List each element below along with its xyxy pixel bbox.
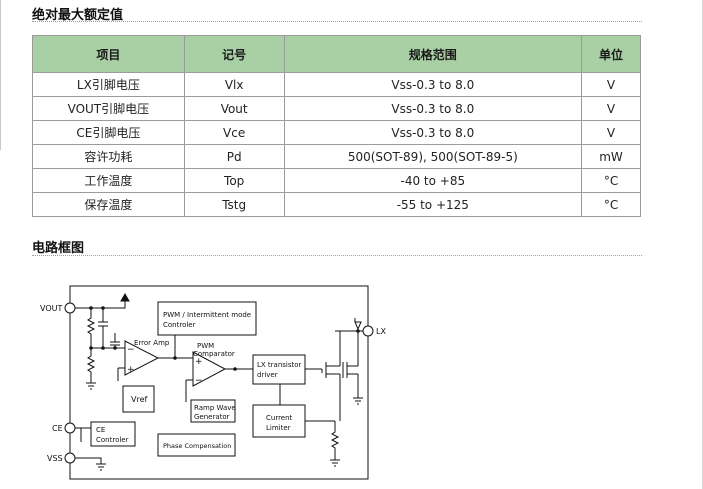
comparator-label-2: Comparator [193, 350, 235, 358]
cell-symbol: Tstg [183, 192, 285, 217]
cell-range: -55 to +125 [283, 192, 583, 217]
pwm-comparator-triangle [192, 351, 227, 387]
ce-pin [64, 422, 76, 434]
section-title-block-diagram: 电路框图 [32, 241, 85, 256]
ratings-table: 项目 记号 规格范围 单位 LX引脚电压 Vlx Vss-0.3 to 8.0 … [32, 35, 641, 217]
header-item: 项目 [32, 35, 185, 73]
table-row: LX引脚电压 Vlx Vss-0.3 to 8.0 V [32, 72, 641, 97]
body-diode [354, 318, 362, 331]
error-amp-label: Error Amp [134, 339, 170, 347]
vref-block [122, 385, 155, 413]
cell-unit: °C [581, 192, 641, 217]
section-rule-block-diagram [32, 255, 642, 256]
svg-text:−: − [195, 376, 203, 386]
table-row: 保存温度 Tstg -55 to +125 °C [32, 192, 641, 217]
cell-item: 保存温度 [32, 192, 185, 217]
ground-sense [330, 459, 340, 467]
vss-pin [64, 452, 76, 464]
ground-divider [86, 382, 96, 390]
table-row: VOUT引脚电压 Vout Vss-0.3 to 8.0 V [32, 96, 641, 121]
lx-driver-label-1: LX transistor [257, 361, 302, 369]
svg-text:−: − [127, 345, 135, 355]
compensation-capacitor [110, 333, 120, 348]
svg-text:+: + [195, 357, 203, 367]
cell-range: Vss-0.3 to 8.0 [283, 96, 583, 121]
cell-unit: V [581, 96, 641, 121]
cell-item: CE引脚电压 [32, 120, 185, 145]
ramp-label-1: Ramp Wave [194, 404, 236, 412]
ramp-generator-block [190, 399, 236, 423]
cell-range: Vss-0.3 to 8.0 [283, 72, 583, 97]
vref-link [117, 367, 125, 381]
phase-compensation-block [157, 433, 236, 457]
ground-switch [353, 374, 363, 405]
ramp-link [185, 379, 193, 402]
pwm-controller-label-1: PWM / Intermittent mode [163, 311, 251, 319]
header-symbol: 记号 [183, 35, 285, 73]
lx-pin [362, 325, 374, 337]
drain-connection [335, 330, 363, 366]
sense-resistor [330, 374, 341, 460]
table-row: CE引脚电压 Vce Vss-0.3 to 8.0 V [32, 120, 641, 145]
nmos-transistor [321, 362, 340, 378]
lx-driver-block [252, 354, 306, 385]
cell-symbol: Top [183, 168, 285, 193]
limiter-label-1: Current [266, 414, 293, 422]
divider-resistor-top [86, 308, 96, 348]
vss-pin-label: VSS [47, 454, 63, 463]
lx-pin-label: LX [376, 327, 386, 336]
ce-label-1: CE [96, 426, 105, 434]
ramp-label-2: Generator [194, 413, 230, 421]
cell-item: VOUT引脚电压 [32, 96, 185, 121]
cell-symbol: Vlx [183, 72, 285, 97]
comparator-label-1: PWM [197, 342, 214, 350]
vref-label: Vref [131, 395, 148, 404]
svg-text:+: + [127, 365, 135, 375]
cell-unit: mW [581, 144, 641, 169]
section-rule-ratings [32, 21, 642, 22]
vss-ground [75, 457, 106, 471]
parasitic-transistor [342, 362, 358, 378]
feedback-capacitor [98, 308, 108, 348]
phase-compensation-label: Phase Compensation [163, 442, 231, 450]
left-edge-line [0, 0, 1, 150]
ce-controller-block [90, 421, 136, 447]
vout-rail [75, 298, 126, 309]
pwm-controller-block [157, 301, 257, 336]
supply-arrow [120, 292, 130, 302]
cell-range: Vss-0.3 to 8.0 [283, 120, 583, 145]
ce-label-2: Controler [96, 436, 129, 444]
section-title-ratings: 绝对最大额定值 [32, 8, 124, 23]
ce-pin-label: CE [52, 424, 63, 433]
chip-outline [69, 285, 369, 480]
divider-resistor-bottom [86, 347, 125, 383]
lx-driver-label-2: driver [257, 371, 278, 379]
error-amp-triangle [124, 340, 160, 376]
cell-item: 容许功耗 [32, 144, 185, 169]
pwm-controller-label-2: Controler [163, 321, 196, 329]
vout-pin-label: VOUT [40, 304, 62, 313]
limiter-label-2: Limiter [266, 424, 291, 432]
vout-pin [64, 302, 76, 314]
